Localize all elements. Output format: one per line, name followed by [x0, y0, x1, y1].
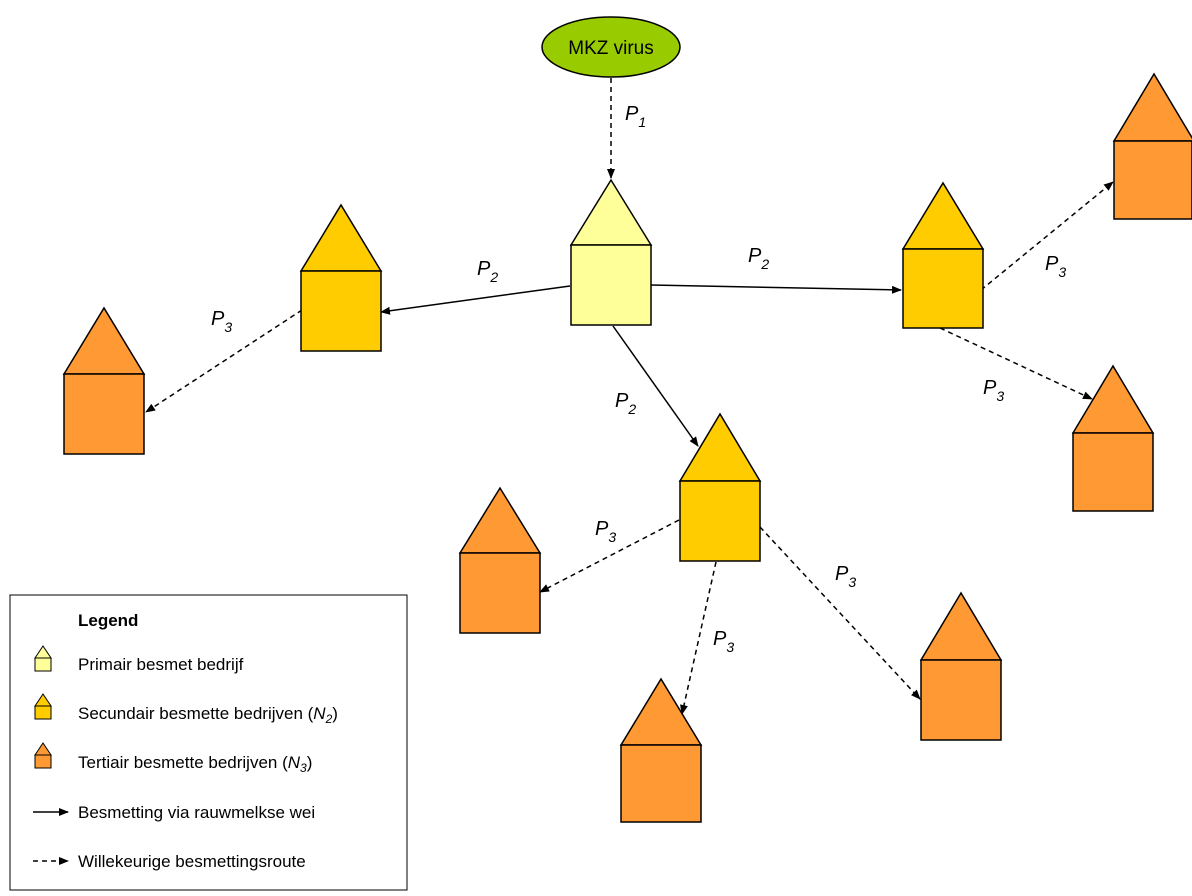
farm-roof — [1071, 364, 1155, 434]
farm-body — [300, 270, 382, 352]
farm-tertiary-bottom — [619, 677, 703, 823]
virus-label: MKZ virus — [568, 38, 654, 59]
farm-body — [679, 480, 761, 562]
legend-secondary-label: Secundair besmette bedrijven (N2) — [78, 704, 338, 726]
farm-tertiary-bottom-right — [919, 591, 1003, 741]
edge-label-p3-bottom-right: P3 — [835, 563, 856, 590]
edge-label-p2-left: P2 — [477, 258, 498, 285]
farm-roof — [458, 486, 542, 554]
edge-label-p1: P1 — [625, 103, 646, 130]
edge-secondary-bottom-to-tertiary-right — [759, 526, 921, 700]
virus-ellipse — [541, 16, 681, 78]
farm-tertiary-mid-right — [1071, 364, 1155, 512]
legend-primary-label: Primair besmet bedrijf — [78, 655, 244, 674]
edge-label-p3-top-right: P3 — [1045, 253, 1066, 280]
farm-body — [620, 744, 702, 823]
farm-secondary-right — [901, 181, 985, 329]
farm-roof — [569, 178, 653, 246]
farm-tertiary-bottom-left — [458, 486, 542, 634]
edge-secondary-right-to-tertiary-top — [980, 181, 1114, 291]
farm-roof — [299, 203, 383, 272]
edge-secondary-bottom-to-tertiary-left — [539, 519, 680, 593]
legend-primary-swatch — [34, 645, 52, 672]
legend-box — [9, 594, 408, 891]
edge-label-p2-bottom: P2 — [615, 390, 636, 417]
legend-dashed-label: Willekeurige besmettingsroute — [78, 852, 306, 871]
farm-roof — [678, 412, 762, 482]
farm-roof — [619, 677, 703, 746]
legend-title: Legend — [78, 611, 138, 630]
legend-tertiary-swatch — [34, 742, 52, 769]
farm-body — [459, 552, 541, 634]
edge-secondary-bottom-to-tertiary-bottom — [680, 561, 717, 715]
farm-body — [570, 244, 652, 326]
edge-label-p3-mid-right: P3 — [983, 377, 1004, 404]
farm-roof — [62, 306, 146, 375]
edge-primary-to-secondary-right — [650, 284, 902, 294]
legend-tertiary-label: Tertiair besmette bedrijven (N3) — [78, 753, 312, 775]
farm-tertiary-top-right — [1112, 72, 1192, 220]
edge-label-p3-bottom: P3 — [713, 628, 734, 655]
farm-body — [1113, 140, 1192, 220]
farm-body — [1072, 432, 1154, 512]
farm-roof — [901, 181, 985, 250]
edge-label-p3-left: P3 — [211, 308, 232, 335]
legend: Legend Primair besmet bedrijf Secundair … — [9, 594, 408, 891]
edge-label-p3-bottom-left: P3 — [595, 518, 616, 545]
farm-tertiary-far-left — [62, 306, 146, 455]
farm-roof — [919, 591, 1003, 661]
virus-node: MKZ virus — [541, 16, 681, 78]
edge-secondary-right-to-tertiary-mid — [939, 327, 1093, 400]
edge-secondary-left-to-tertiary — [145, 309, 303, 413]
legend-solid-label: Besmetting via rauwmelkse wei — [78, 803, 315, 822]
edge-label-p2-right: P2 — [748, 245, 769, 272]
farm-secondary-left — [299, 203, 383, 352]
farm-primary — [569, 178, 653, 326]
farm-body — [920, 659, 1002, 741]
legend-secondary-swatch — [34, 693, 52, 720]
farm-secondary-bottom — [678, 412, 762, 562]
farm-body — [63, 373, 145, 455]
edge-primary-to-secondary-left — [380, 285, 571, 315]
edge-primary-to-secondary-bottom — [612, 325, 699, 447]
farm-roof — [1112, 72, 1192, 142]
farm-body — [902, 248, 984, 329]
